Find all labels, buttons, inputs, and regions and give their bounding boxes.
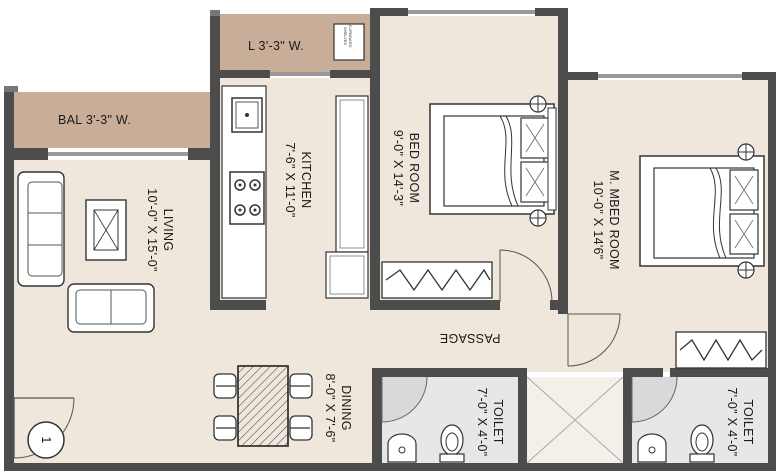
washbasin-icon bbox=[387, 433, 417, 463]
sofa-bottom bbox=[67, 283, 155, 333]
dining-table bbox=[237, 365, 289, 447]
master-nightstand-lamp-icon bbox=[737, 143, 755, 279]
sofa-left bbox=[17, 171, 65, 287]
wall bbox=[623, 368, 663, 377]
passage-floor bbox=[372, 302, 568, 372]
fridge bbox=[335, 95, 369, 253]
unit-number-badge: 1 bbox=[27, 421, 65, 459]
room-size: 7'-0" X 4'-0" bbox=[475, 388, 489, 457]
loft-cupboard: CUPBOARD SHELVES bbox=[333, 23, 365, 61]
coffee-table bbox=[85, 199, 127, 261]
wall bbox=[210, 10, 220, 310]
toilet-left-label: TOILET 7'-0" X 4'-0" bbox=[475, 388, 505, 457]
sink-icon bbox=[231, 97, 263, 133]
room-name: TOILET bbox=[491, 399, 505, 444]
wall bbox=[48, 152, 188, 156]
toilet-right-label: TOILET 7'-0" X 4'-0" bbox=[725, 388, 755, 457]
living-label: LIVING 10'-0" X 15'-0" bbox=[145, 188, 175, 271]
room-name: TOILET bbox=[741, 399, 755, 444]
walls bbox=[4, 8, 776, 471]
room-name: DINING bbox=[339, 385, 353, 431]
utility-cabinet bbox=[325, 251, 369, 299]
wall bbox=[4, 86, 18, 92]
wall bbox=[4, 463, 774, 471]
balcony-label: BAL 3'-3" W. bbox=[58, 113, 131, 127]
wall bbox=[568, 72, 598, 80]
toilet-right-door bbox=[631, 376, 678, 423]
wall bbox=[330, 70, 372, 78]
mbed-label: M. MBED ROOM 10'-0" X 14'6" bbox=[591, 170, 621, 269]
wall bbox=[408, 10, 535, 14]
wall bbox=[518, 368, 527, 471]
stove-icon bbox=[229, 171, 265, 225]
wc-icon bbox=[439, 424, 465, 463]
wall bbox=[535, 8, 568, 16]
wall bbox=[372, 368, 382, 471]
wall bbox=[370, 8, 408, 16]
wall bbox=[623, 368, 632, 471]
wall bbox=[210, 300, 266, 310]
wall bbox=[372, 368, 428, 377]
wall bbox=[428, 368, 520, 377]
nightstand-lamp-icon bbox=[529, 95, 547, 227]
room-name: BED ROOM bbox=[407, 133, 421, 203]
cupboard-label: CUPBOARD bbox=[348, 25, 353, 48]
wall bbox=[370, 8, 380, 310]
toilet-left-door bbox=[381, 376, 428, 423]
washbasin-icon bbox=[637, 433, 667, 463]
room-size: 7'-0" X 4'-0" bbox=[725, 388, 739, 457]
bedroom-wardrobe bbox=[381, 261, 493, 299]
shelves-label: SHELVES bbox=[343, 27, 348, 45]
duct bbox=[526, 376, 624, 464]
toilet-right-fixtures bbox=[637, 424, 715, 463]
master-wardrobe bbox=[675, 331, 767, 369]
toilet-left-fixtures bbox=[387, 424, 465, 463]
balcony-floor bbox=[14, 92, 212, 148]
unit-number: 1 bbox=[39, 436, 53, 443]
wall bbox=[558, 308, 568, 314]
wall bbox=[598, 74, 742, 78]
wall bbox=[768, 72, 776, 471]
master-bed bbox=[639, 155, 765, 267]
room-name: KITCHEN bbox=[299, 152, 313, 209]
room-size: 10'-0" X 15'-0" bbox=[145, 188, 159, 271]
wall bbox=[670, 368, 768, 377]
room-size: 9'-0" X 14'-3" bbox=[391, 130, 405, 206]
dining-chairs bbox=[213, 373, 313, 441]
wc-icon bbox=[689, 424, 715, 463]
wall bbox=[270, 72, 330, 76]
wall bbox=[742, 72, 774, 80]
room-size: 10'-0" X 14'6" bbox=[591, 180, 605, 259]
room-name: LIVING bbox=[161, 209, 175, 252]
wall bbox=[550, 300, 568, 310]
wall bbox=[4, 86, 14, 471]
bedroom-door bbox=[499, 249, 553, 303]
passage-label: PASSAGE bbox=[440, 331, 501, 345]
wall bbox=[380, 300, 500, 310]
loft-label: L 3'-3" W. bbox=[248, 39, 304, 53]
room-size: 8'-0" X 7'-6" bbox=[323, 374, 337, 443]
wall bbox=[14, 148, 48, 160]
wall bbox=[210, 10, 220, 16]
kitchen-label: KITCHEN 7'-6" X 11'-0" bbox=[283, 142, 313, 217]
room-name: PASSAGE bbox=[440, 331, 501, 345]
room-name: M. MBED ROOM bbox=[607, 170, 621, 269]
wall bbox=[558, 8, 568, 308]
room-size: 7'-6" X 11'-0" bbox=[283, 142, 297, 217]
dining-label: DINING 8'-0" X 7'-6" bbox=[323, 374, 353, 443]
bedroom-label: BED ROOM 9'-0" X 14'-3" bbox=[391, 130, 421, 206]
mbed-door bbox=[567, 313, 621, 367]
wall bbox=[220, 70, 270, 78]
bed bbox=[429, 103, 557, 215]
kitchen-counter bbox=[221, 85, 267, 299]
